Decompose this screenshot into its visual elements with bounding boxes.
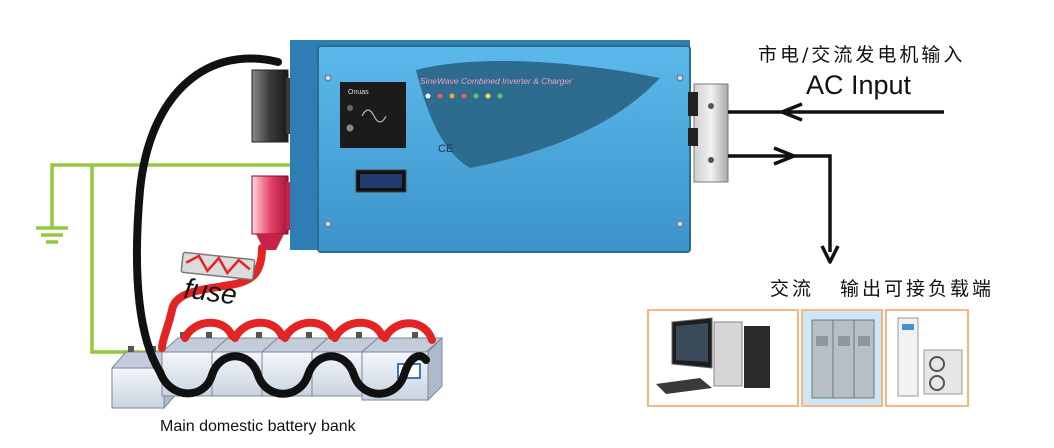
arrow-down-icon bbox=[820, 245, 840, 264]
negative-battery-cables bbox=[132, 54, 430, 398]
ac-terminal-bracket bbox=[688, 83, 729, 183]
ce-mark: CE bbox=[438, 143, 453, 155]
ground-symbol-icon bbox=[36, 226, 68, 244]
ac-input-label: AC Input bbox=[806, 70, 912, 100]
load-panel-switchgear bbox=[801, 309, 883, 407]
remote-control-panel: Onuas bbox=[340, 82, 406, 148]
screw-icons bbox=[324, 74, 684, 228]
load-output-chinese-label-1: 交流 bbox=[770, 278, 815, 300]
arrow-right-icon bbox=[773, 146, 796, 166]
load-panel-computer bbox=[647, 309, 799, 407]
fuse-icon bbox=[180, 251, 256, 281]
status-led-icons bbox=[425, 93, 503, 99]
ac-input-chinese-label: 市电/交流发电机输入 bbox=[758, 44, 966, 66]
battery-bank-label: Main domestic battery bank bbox=[160, 418, 356, 435]
ac-wiring bbox=[728, 110, 944, 252]
inverter-title: SineWave Combined Inverter & Charger bbox=[420, 76, 573, 86]
load-panel-air-conditioner bbox=[885, 309, 969, 407]
panel-brand: Onuas bbox=[348, 89, 369, 96]
arrow-left-icon bbox=[780, 102, 803, 122]
inverter-unit: SineWave Combined Inverter & Charger Onu… bbox=[290, 40, 691, 253]
load-output-chinese-label-2: 输出可接负载端 bbox=[840, 278, 995, 300]
